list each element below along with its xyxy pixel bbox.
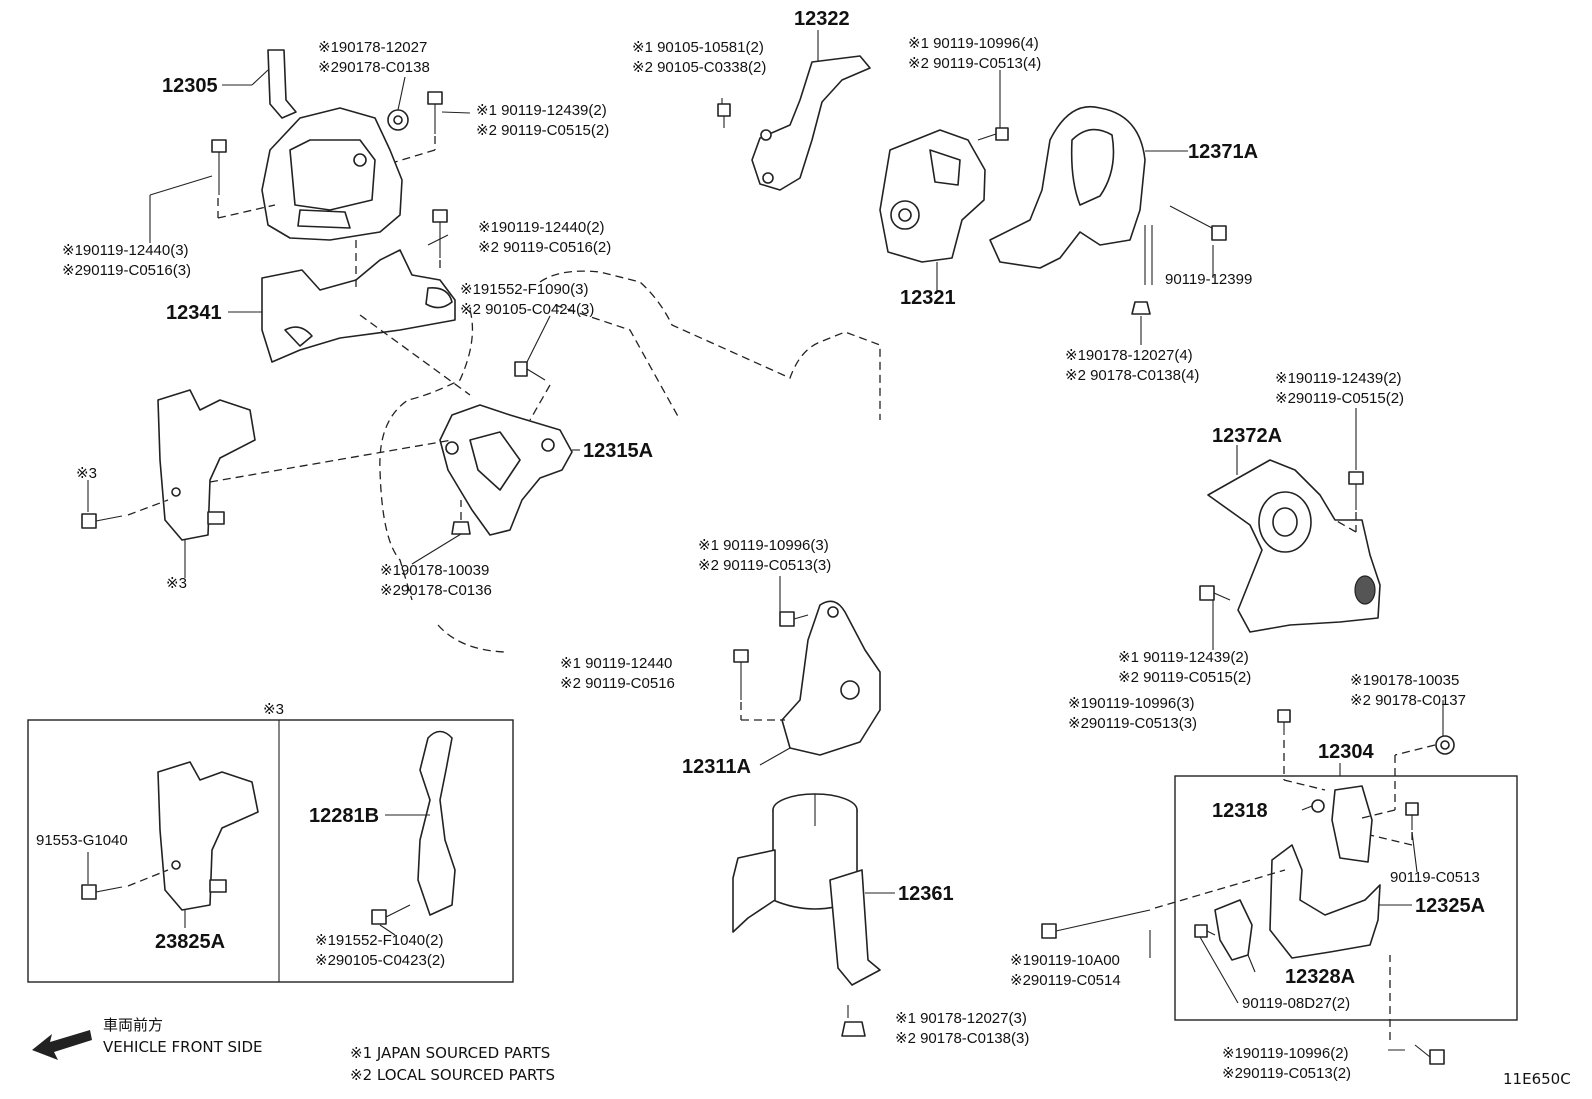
label-90119-C0513: 90119-C0513 (1390, 869, 1480, 886)
legend-local-parts: ※2 LOCAL SOURCED PARTS (350, 1066, 555, 1084)
fastener-f19a: ※191552-F1040(2) (315, 932, 443, 949)
fastener-f18b: ※290119-C0513(2) (1222, 1065, 1351, 1082)
fastener-f9a: ※190119-12439(2) (1275, 370, 1402, 387)
part-12311A-drawing (781, 600, 881, 756)
legend-front-en: VEHICLE FRONT SIDE (103, 1038, 263, 1056)
part-12361-drawing (732, 793, 881, 986)
fastener-f8a: ※190178-12027(4) (1065, 347, 1193, 364)
marker-3-bolt: ※3 (76, 465, 97, 482)
fastener-f2a: ※1 90119-12439(2) (476, 102, 607, 119)
fastener-f15b: ※2 90178-C0137 (1350, 692, 1466, 709)
part-12325A-drawing (1269, 844, 1381, 959)
label-12322: 12322 (794, 8, 850, 30)
engine-outline-mid (554, 304, 681, 421)
label-12328A: 12328A (1285, 966, 1355, 988)
fastener-f11a: ※1 90119-10996(3) (698, 537, 829, 554)
engine-outline-left (379, 309, 474, 601)
part-12318-drawing (1311, 785, 1373, 863)
vehicle-front-arrow-icon (32, 1030, 92, 1060)
part-23825A-drawing (157, 761, 259, 911)
fastener-f4a: ※190119-12440(2) (478, 219, 605, 236)
label-12341: 12341 (166, 302, 222, 324)
label-12318: 12318 (1212, 800, 1268, 822)
fastener-f17b: ※2 90178-C0138(3) (895, 1030, 1029, 1047)
inset-box (27, 719, 514, 983)
fastener-f10a: ※190178-10039 (380, 562, 489, 579)
part-12321-drawing (879, 129, 986, 263)
part-12372A-drawing (1207, 459, 1381, 633)
part-12315A-drawing (439, 404, 573, 536)
label-12321: 12321 (900, 287, 956, 309)
engine-outline-bottom (437, 624, 506, 653)
fastener-f14a: ※190119-10996(3) (1068, 695, 1195, 712)
engine-outline-top (539, 270, 881, 420)
diagram-code: 11E650C (1503, 1070, 1571, 1088)
fastener-f1b: ※290178-C0138 (318, 59, 430, 76)
fastener-f4b: ※2 90119-C0516(2) (478, 239, 611, 256)
part-12341-drawing (261, 249, 456, 363)
fastener-f6b: ※2 90105-C0338(2) (632, 59, 766, 76)
fastener-f16a: ※190119-10A00 (1010, 952, 1120, 969)
legend-japan-parts: ※1 JAPAN SOURCED PARTS (350, 1044, 550, 1062)
fastener-f3b: ※290119-C0516(3) (62, 262, 191, 279)
fastener-f15a: ※190178-10035 (1350, 672, 1459, 689)
part-12305-drawing (261, 49, 403, 241)
part-12281B-drawing (417, 730, 456, 916)
label-12311A: 12311A (682, 756, 751, 778)
fastener-f16b: ※290119-C0514 (1010, 972, 1121, 989)
fastener-f3a: ※190119-12440(3) (62, 242, 189, 259)
label-12305: 12305 (162, 75, 218, 97)
fastener-f12b: ※2 90119-C0516 (560, 675, 675, 692)
fastener-f1a: ※190178-12027 (318, 39, 427, 56)
fastener-f11b: ※2 90119-C0513(3) (698, 557, 831, 574)
legend-front-jp: 車両前方 (103, 1016, 163, 1034)
label-12325A: 12325A (1415, 895, 1485, 917)
part-12328A-drawing (1214, 899, 1253, 961)
assembly-box-12304 (1174, 775, 1518, 1021)
assembly-dashes (127, 136, 1436, 1040)
label-12361: 12361 (898, 883, 954, 905)
label-91553-G1040: 91553-G1040 (36, 832, 128, 849)
fastener-f7a: ※1 90119-10996(4) (908, 35, 1039, 52)
fastener-f10b: ※290178-C0136 (380, 582, 492, 599)
label-23825A: 23825A (155, 931, 225, 953)
label-90119-08D27: 90119-08D27(2) (1242, 995, 1350, 1012)
marker-3-box: ※3 (263, 701, 284, 718)
fastener-f12a: ※1 90119-12440 (560, 655, 672, 672)
part-12322-drawing (751, 55, 871, 191)
label-90119-12399: 90119-12399 (1165, 271, 1252, 288)
fastener-f14b: ※290119-C0513(3) (1068, 715, 1197, 732)
fastener-f8b: ※2 90178-C0138(4) (1065, 367, 1199, 384)
label-12372A: 12372A (1212, 425, 1282, 447)
fastener-f5b: ※2 90105-C0424(3) (460, 301, 594, 318)
fastener-f9b: ※290119-C0515(2) (1275, 390, 1404, 407)
label-12281B: 12281B (309, 805, 379, 827)
fastener-f7b: ※2 90119-C0513(4) (908, 55, 1041, 72)
label-leaders (87, 30, 1444, 1051)
part-12371A-drawing (989, 106, 1153, 285)
fastener-glyphs (81, 91, 1455, 1065)
label-12304: 12304 (1318, 741, 1374, 763)
label-12371A: 12371A (1188, 141, 1258, 163)
fastener-f6a: ※1 90105-10581(2) (632, 39, 764, 56)
fastener-f5a: ※191552-F1090(3) (460, 281, 588, 298)
part-bracket-3-drawing (157, 389, 256, 541)
fastener-f13b: ※2 90119-C0515(2) (1118, 669, 1251, 686)
marker-3-bracket: ※3 (166, 575, 187, 592)
label-12315A: 12315A (583, 440, 653, 462)
fastener-f2b: ※2 90119-C0515(2) (476, 122, 609, 139)
fastener-f18a: ※190119-10996(2) (1222, 1045, 1349, 1062)
fastener-f17a: ※1 90178-12027(3) (895, 1010, 1027, 1027)
fastener-f13a: ※1 90119-12439(2) (1118, 649, 1249, 666)
fastener-f19b: ※290105-C0423(2) (315, 952, 445, 969)
